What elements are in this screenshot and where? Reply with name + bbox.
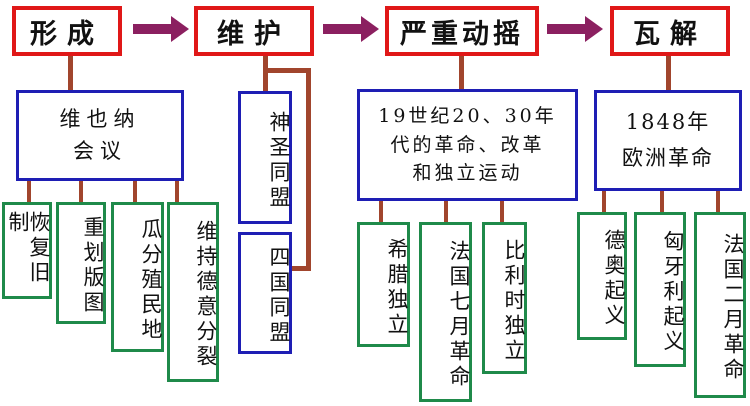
connector — [175, 181, 179, 203]
item-label: 比利时独立 — [502, 238, 526, 364]
summary-revolutions-1820s-1830s: 19世纪20、30年 代的革命、改革 和独立运动 — [357, 89, 578, 201]
item-july-revolution: 法国七月革命 — [419, 222, 472, 402]
stage-formation-title: 形成 — [30, 18, 104, 50]
summary-vienna-congress: 维也纳 会议 — [16, 90, 184, 181]
connector — [79, 181, 83, 203]
item-label: 法国二月革命 — [721, 233, 745, 383]
stage-formation: 形成 — [12, 6, 122, 56]
stage-severe-shaking-title: 严重动摇 — [400, 18, 524, 50]
connector — [263, 56, 268, 92]
connector — [660, 191, 664, 213]
connector — [602, 191, 606, 213]
connector — [306, 68, 311, 271]
connector — [68, 56, 73, 91]
connector — [716, 191, 720, 213]
item-february-revolution: 法国二月革命 — [694, 212, 746, 398]
connector — [263, 68, 311, 73]
item-label: 瓜分殖民地 — [139, 217, 163, 343]
item-redraw-map: 重划版图 — [56, 202, 106, 324]
item-label: 希腊独立 — [385, 237, 409, 338]
connector — [290, 266, 311, 271]
item-greek-independence: 希腊独立 — [357, 222, 410, 347]
connector — [459, 56, 464, 90]
item-label: 神圣同盟 — [267, 110, 291, 211]
stage-severe-shaking: 严重动摇 — [385, 6, 539, 56]
item-label: 德奥起义 — [602, 229, 626, 329]
connector — [500, 201, 504, 223]
connector — [666, 56, 671, 91]
arrow-1 — [133, 16, 189, 42]
connector — [379, 201, 383, 223]
item-label: 四国同盟 — [267, 246, 291, 346]
summary-1848-revolution: 1848年 欧洲革命 — [594, 90, 742, 191]
item-label: 匈牙利起义 — [661, 230, 685, 355]
summary-line: 1848年 — [625, 109, 711, 134]
summary-line: 代的革命、改革 — [390, 133, 545, 156]
item-quadruple-alliance: 四国同盟 — [238, 232, 292, 354]
item-belgian-independence: 比利时独立 — [482, 222, 527, 374]
stage-collapse-title: 瓦解 — [633, 18, 707, 50]
item-german-austrian-uprising: 德奥起义 — [577, 212, 627, 340]
summary-line: 会议 — [73, 138, 127, 163]
connector — [27, 181, 31, 203]
item-hungarian-uprising: 匈牙利起义 — [634, 212, 686, 367]
item-maintain-division: 维持德意分裂 — [167, 202, 219, 382]
item-restore-old-order: 恢复旧制 — [2, 202, 52, 299]
summary-line: 和独立运动 — [412, 162, 523, 185]
summary-line: 欧洲革命 — [622, 145, 714, 170]
item-label: 维持德意分裂 — [194, 220, 218, 370]
item-divide-colonies: 瓜分殖民地 — [111, 202, 164, 352]
stage-maintenance-title: 维护 — [217, 18, 291, 50]
item-label: 恢复旧制 — [6, 211, 51, 286]
stage-collapse: 瓦解 — [610, 6, 730, 56]
item-holy-alliance: 神圣同盟 — [238, 91, 292, 224]
stage-maintenance: 维护 — [194, 6, 314, 56]
summary-line: 维也纳 — [59, 107, 141, 131]
item-label: 法国七月革命 — [447, 240, 471, 390]
connector — [133, 181, 137, 203]
item-label: 重划版图 — [81, 216, 105, 316]
connector — [444, 201, 448, 223]
arrow-2 — [323, 16, 379, 42]
summary-line: 19世纪20、30年 — [378, 105, 557, 128]
arrow-3 — [547, 16, 603, 42]
